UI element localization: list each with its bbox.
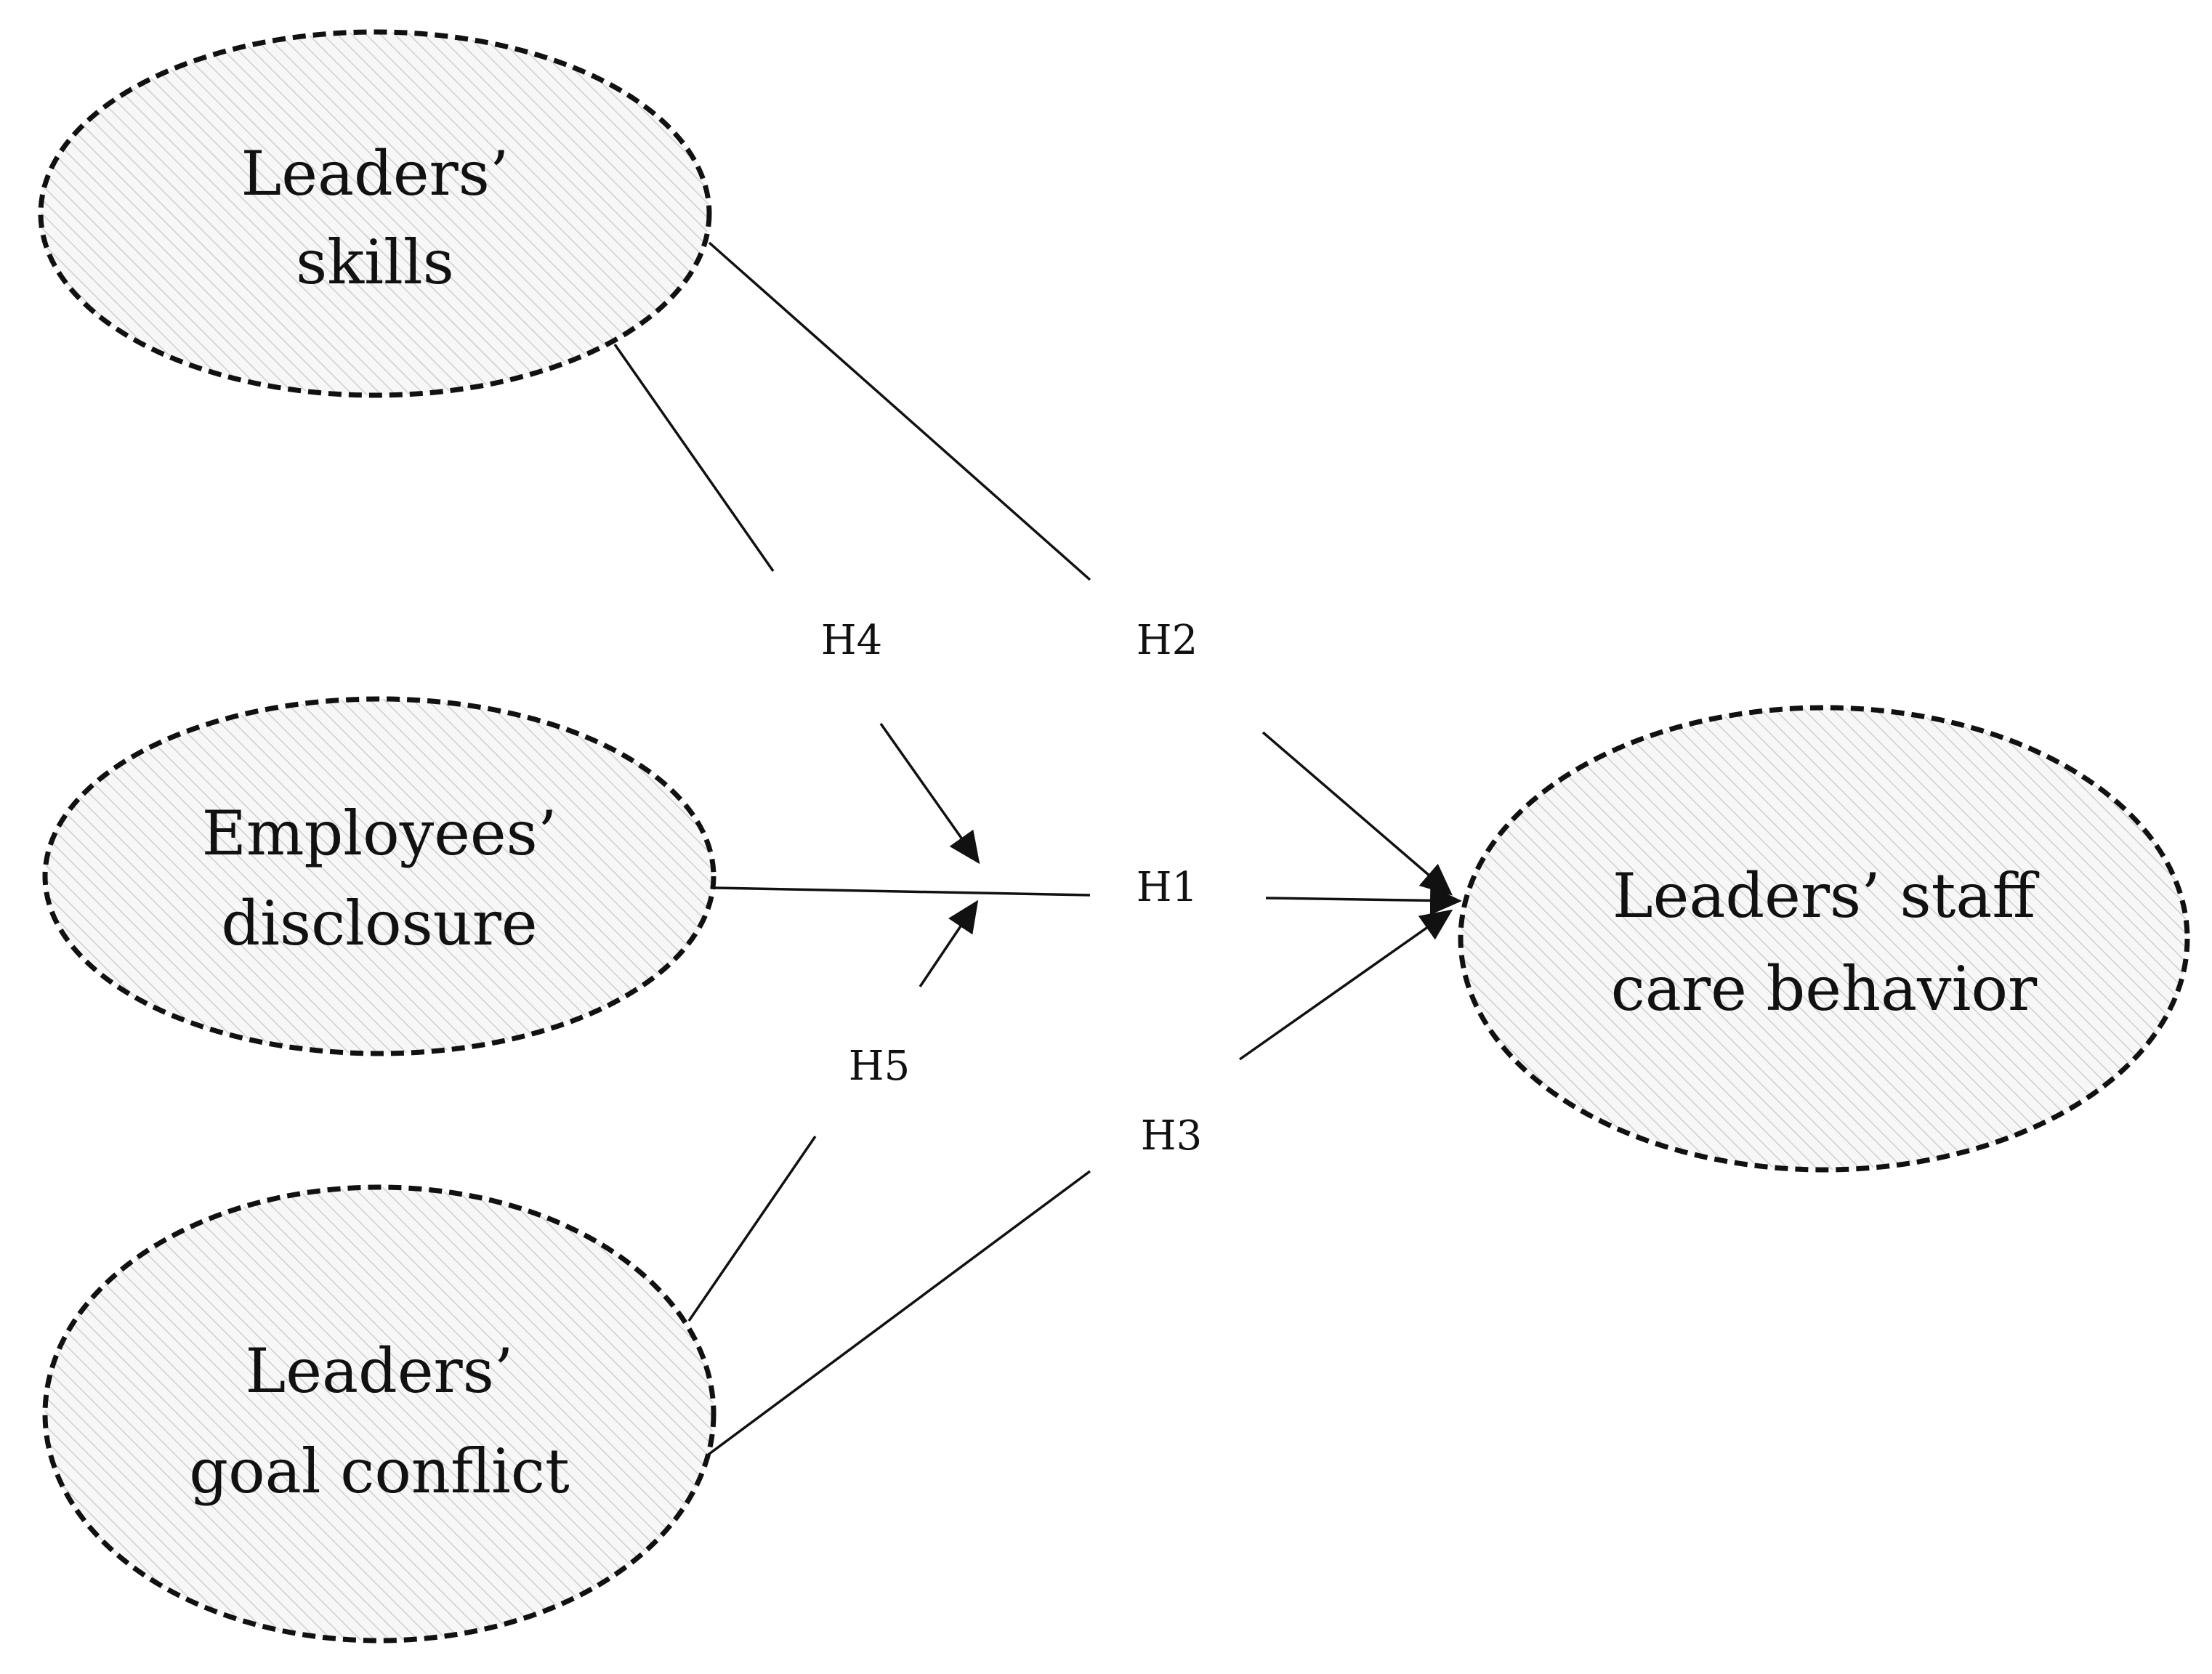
construct-leaders-staff-care-behavior: Leaders’ staff care behavior — [1458, 705, 2190, 1173]
construct-leaders-goal-conflict: Leaders’ goal conflict — [42, 1184, 717, 1643]
leaders-staff-care-behavior-ellipse — [1458, 705, 2190, 1173]
path-h5: H5 — [687, 899, 979, 1322]
h1-line-left — [713, 886, 1091, 897]
h4-line-lower — [879, 722, 980, 865]
leaders-skills-label-line1: Leaders’ — [241, 138, 509, 209]
leaders-skills-label-line2: skills — [296, 227, 454, 298]
leaders-staff-care-behavior-label-line2: care behavior — [1611, 953, 2038, 1024]
h2-line-lower — [1262, 731, 1453, 896]
construct-leaders-skills: Leaders’ skills — [38, 29, 712, 398]
h1-line-right — [1265, 886, 1462, 915]
path-h4: H4 — [613, 343, 980, 865]
employees-disclosure-label-line2: disclosure — [221, 888, 537, 959]
h2-line-upper — [708, 241, 1091, 581]
leaders-goal-conflict-label-line1: Leaders’ — [245, 1335, 513, 1407]
h1-label: H1 — [1137, 864, 1198, 911]
construct-employees-disclosure: Employees’ disclosure — [42, 696, 717, 1056]
path-h3: H3 — [705, 909, 1453, 1457]
leaders-staff-care-behavior-label-line1: Leaders’ staff — [1612, 860, 2040, 931]
leaders-skills-ellipse — [38, 29, 712, 398]
employees-disclosure-label-line1: Employees’ — [202, 798, 557, 869]
h4-label: H4 — [821, 617, 882, 664]
path-h1: H1 — [713, 864, 1462, 915]
employees-disclosure-ellipse — [42, 696, 717, 1056]
h5-line-upper — [919, 899, 979, 987]
h4-line-upper — [613, 343, 775, 573]
h2-label: H2 — [1137, 617, 1198, 664]
path-h2: H2 — [708, 241, 1453, 896]
h5-label: H5 — [849, 1043, 910, 1090]
h5-line-lower — [687, 1136, 817, 1322]
h3-line-upper — [1238, 909, 1453, 1061]
leaders-goal-conflict-label-line2: goal conflict — [189, 1436, 570, 1507]
h3-label: H3 — [1141, 1112, 1202, 1160]
leaders-goal-conflict-ellipse — [42, 1184, 717, 1643]
h3-line-lower — [705, 1170, 1091, 1457]
